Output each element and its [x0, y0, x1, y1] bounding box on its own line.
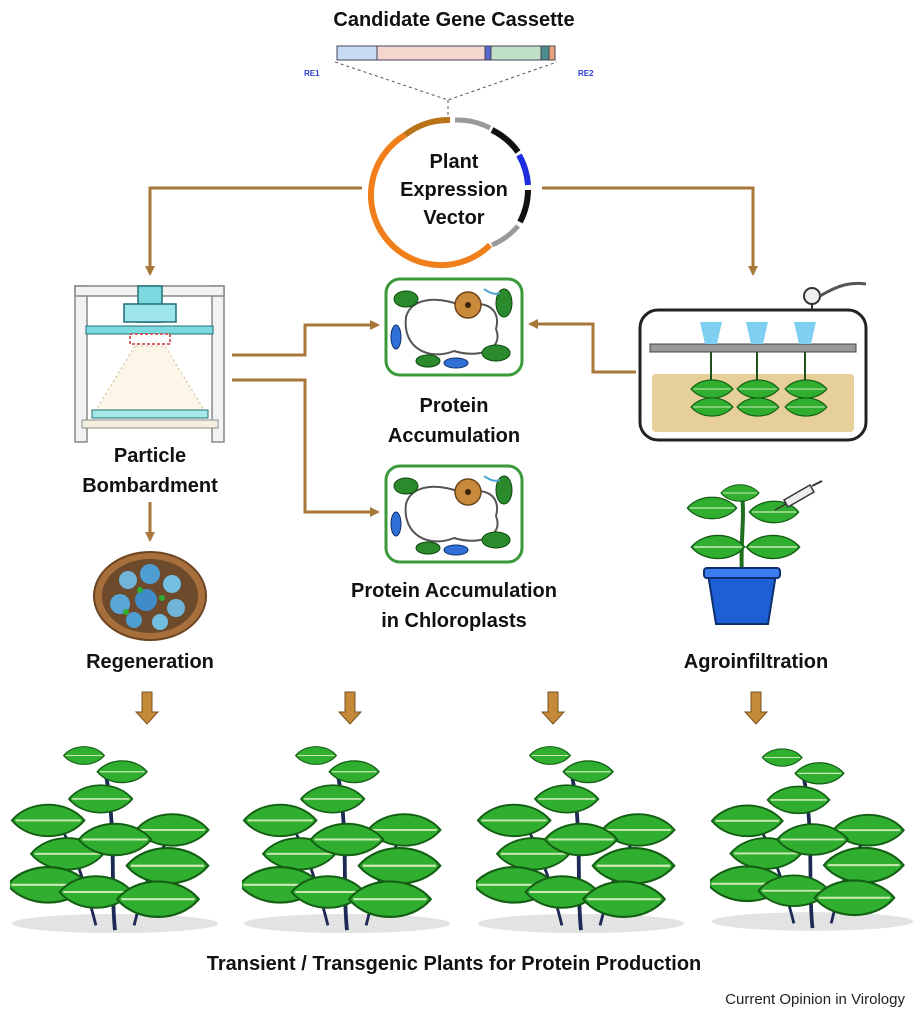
agroinfiltration-label: Agroinfiltration [684, 651, 828, 673]
arrow-bombardment-to-chloroplast [232, 378, 380, 517]
vector-label-1: Plant [430, 151, 479, 173]
protein-accumulation-label-1: Protein [420, 395, 489, 417]
restriction-site-re2: RE2 [578, 69, 594, 78]
plasmid-vector [367, 116, 531, 269]
arrow-vector-to-bombardment [145, 186, 362, 276]
plant-group-3 [473, 747, 684, 933]
vector-label-2: Expression [400, 179, 508, 201]
arrow-tank-to-protein [528, 319, 636, 374]
chloroplast-label-2: in Chloroplasts [381, 610, 527, 632]
footer-caption: Transient / Transgenic Plants for Protei… [207, 953, 702, 975]
vacuum-tank [638, 281, 868, 442]
down-arrows [134, 691, 769, 725]
protein-accumulation-label-2: Accumulation [388, 425, 520, 447]
bombardment-label-2: Bombardment [82, 475, 218, 497]
plant-group-4 [707, 749, 913, 931]
callus-dish [93, 551, 207, 641]
journal-credit: Current Opinion in Virology [725, 991, 905, 1008]
restriction-site-re1: RE1 [304, 69, 320, 78]
bombardment-label-1: Particle [114, 445, 186, 467]
chloroplast-label-1: Protein Accumulation [351, 580, 557, 602]
regeneration-label: Regeneration [86, 651, 214, 673]
gene-gun-apparatus [74, 285, 225, 443]
arrow-vector-to-agro [542, 186, 758, 276]
vector-label-3: Vector [423, 207, 484, 229]
plant-group-2 [239, 747, 450, 933]
plant-group-1 [7, 747, 218, 933]
cassette-title: Candidate Gene Cassette [333, 9, 574, 31]
cell-chloroplast-accumulation [384, 464, 524, 564]
cell-protein-accumulation [384, 277, 524, 377]
syringe-icon [774, 480, 823, 511]
arrow-bombardment-to-protein [232, 320, 380, 357]
cassette-dashed-lines [334, 61, 558, 101]
potted-plant [686, 484, 801, 625]
gene-cassette [336, 45, 556, 61]
